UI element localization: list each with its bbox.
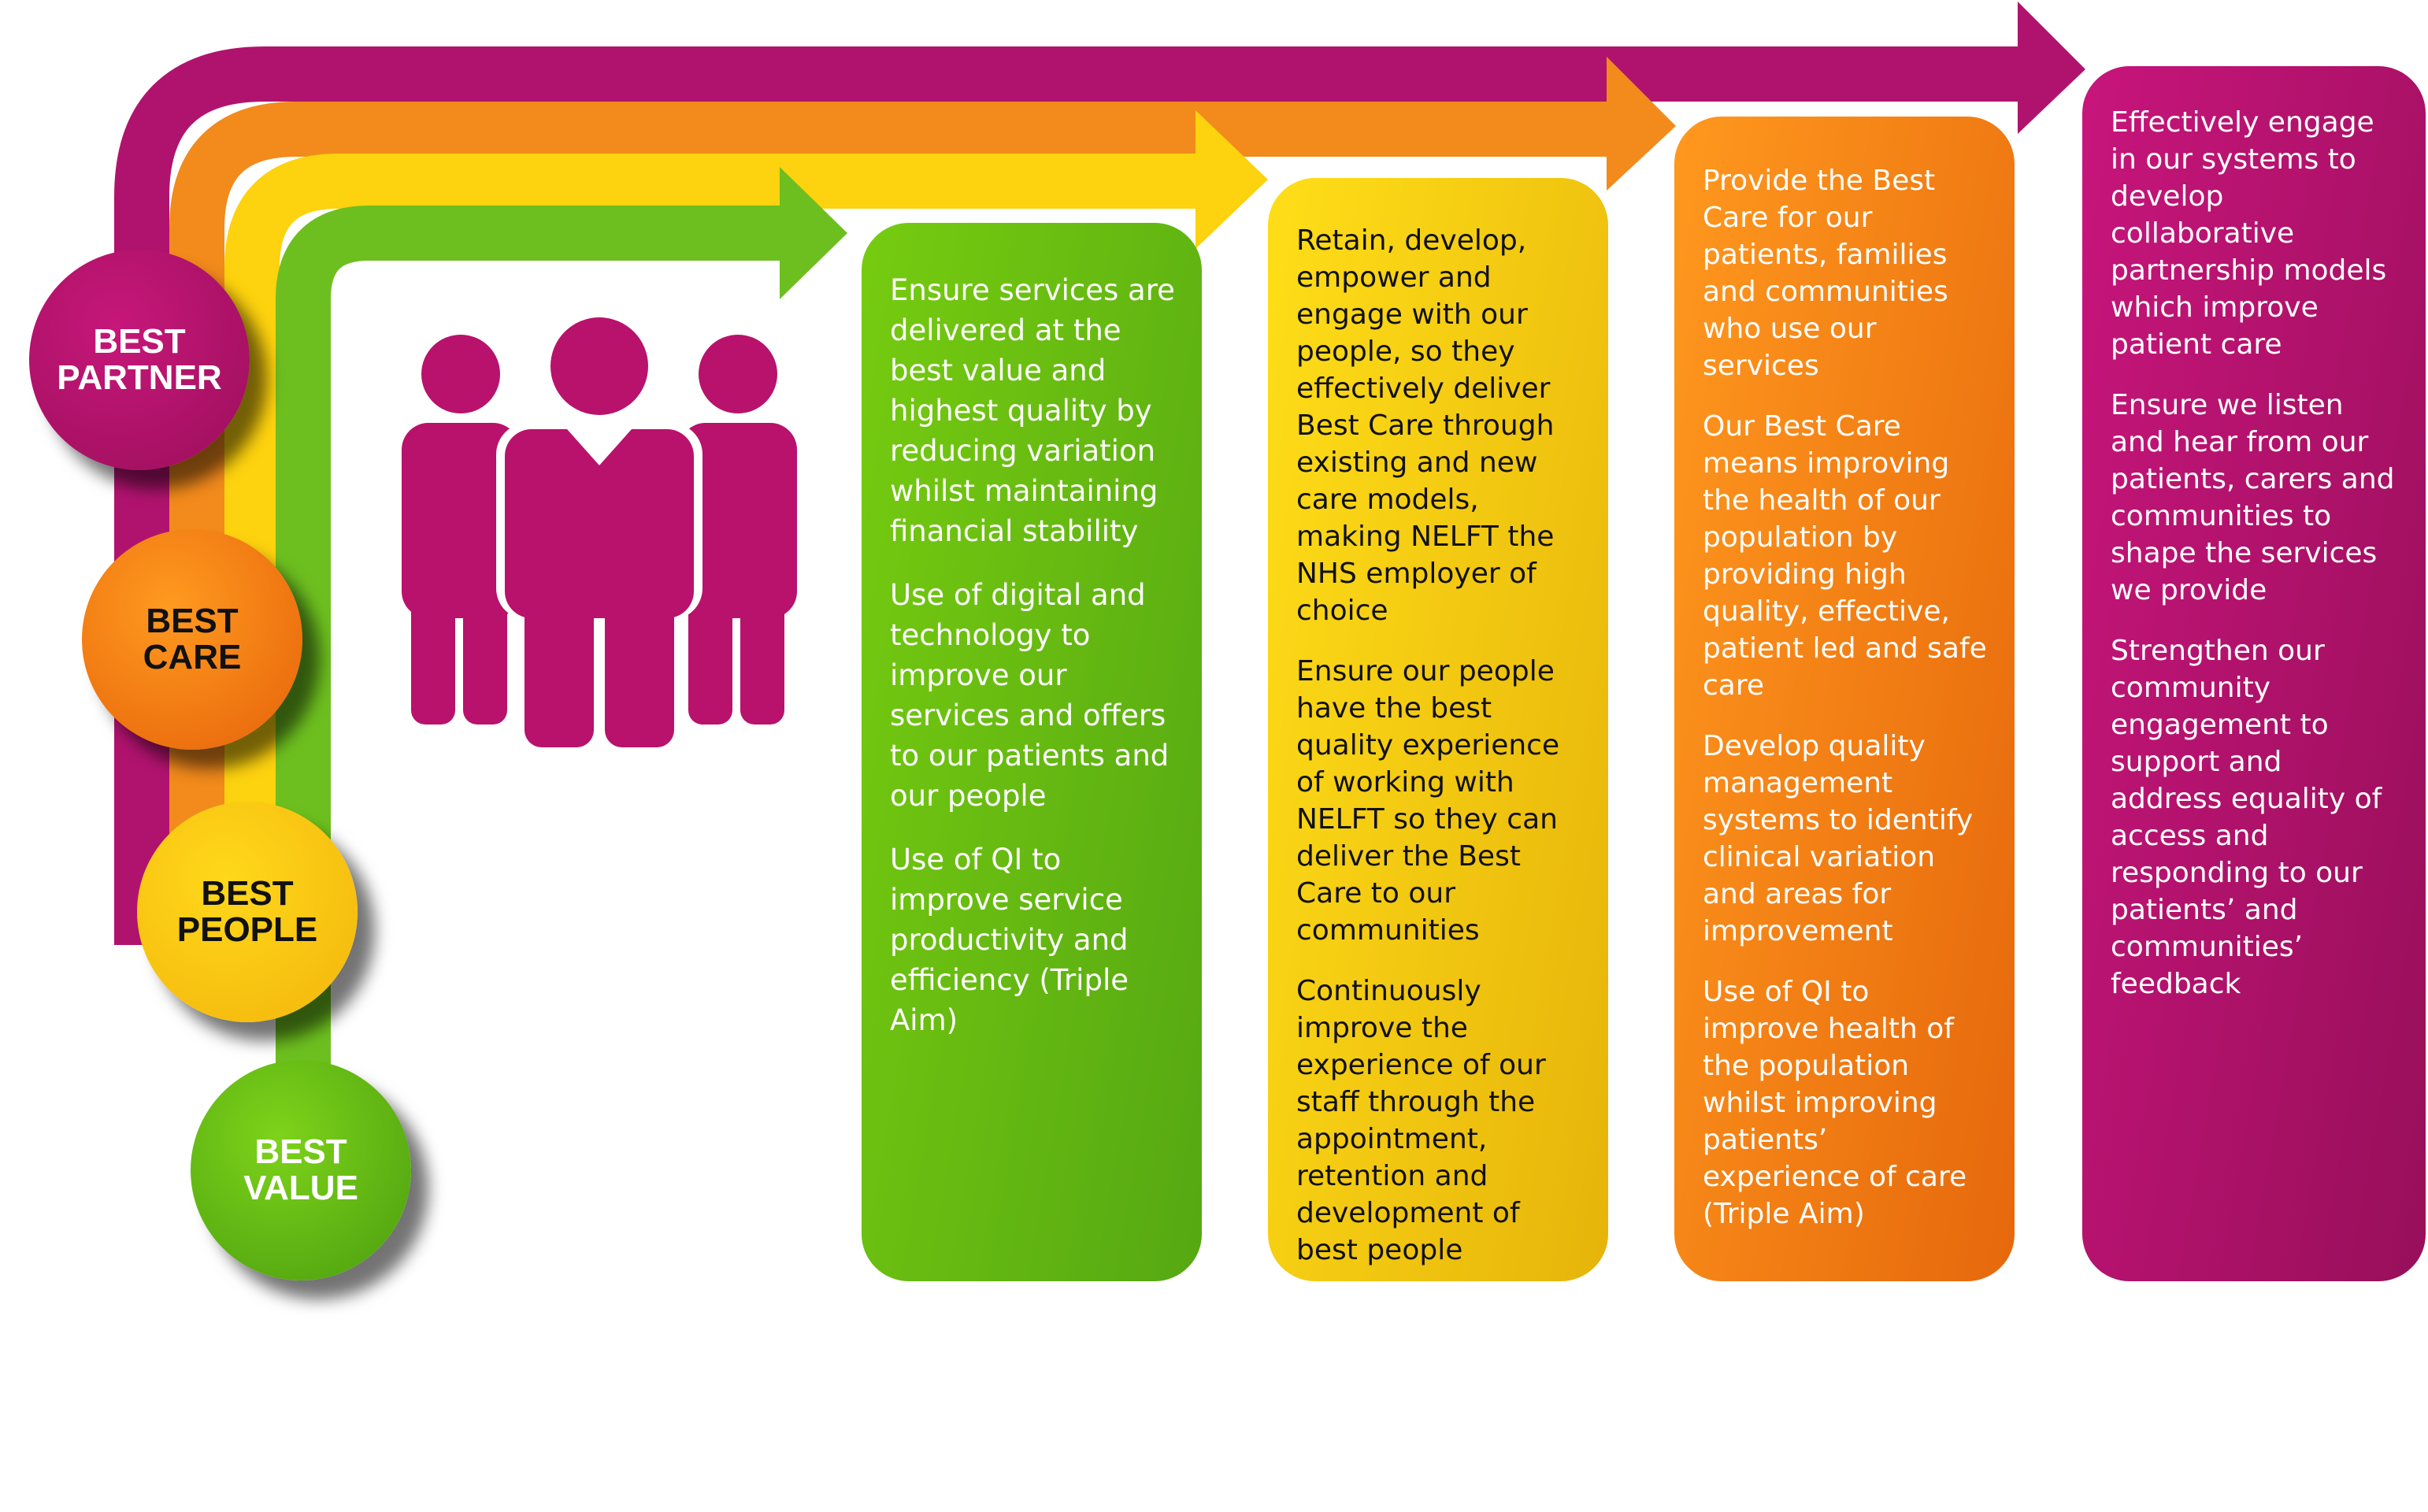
best-partner-line2: PARTNER	[57, 358, 222, 397]
care-point-2: Our Best Care means improving the health…	[1703, 410, 1987, 702]
best-care-panel: Provide the Best Care for our patients, …	[1674, 117, 2015, 1281]
best-partner-panel: Effectively engage in our systems to dev…	[2082, 66, 2426, 1281]
best-partner-line1: BEST	[93, 322, 186, 361]
best-care-circle: BEST CARE	[82, 529, 302, 750]
best-people-line2: PEOPLE	[176, 910, 318, 949]
care-arrow-path	[169, 102, 1622, 945]
value-point-2: Use of digital and technology to improve…	[890, 578, 1170, 813]
care-point-3: Develop quality management systems to id…	[1703, 730, 1974, 947]
partner-point-3: Strengthen our community engagement to s…	[2111, 635, 2382, 1000]
value-arrow-head	[780, 167, 847, 299]
best-partner-circle: BEST PARTNER	[29, 250, 250, 470]
best-value-line1: BEST	[254, 1132, 347, 1171]
people-point-1: Retain, develop, empower and engage with…	[1296, 224, 1555, 627]
best-value-panel: Ensure services are delivered at the bes…	[862, 223, 1202, 1281]
value-point-1: Ensure services are delivered at the bes…	[890, 273, 1175, 548]
best-care-line2: CARE	[143, 638, 242, 676]
value-arrow-path	[276, 206, 791, 1087]
value-point-3: Use of QI to improve service productivit…	[890, 843, 1129, 1037]
care-arrow-head	[1607, 57, 1676, 191]
best-value-circle: BEST VALUE	[191, 1060, 411, 1280]
best-people-circle: BEST PEOPLE	[137, 802, 358, 1022]
best-people-panel: Retain, develop, empower and engage with…	[1268, 178, 1608, 1281]
care-point-4: Use of QI to improve health of the popul…	[1703, 976, 1967, 1230]
best-value-line2: VALUE	[243, 1169, 358, 1207]
people-point-2: Ensure our people have the best quality …	[1296, 655, 1560, 947]
best-people-line1: BEST	[201, 874, 294, 913]
care-point-1: Provide the Best Care for our patients, …	[1703, 165, 1948, 382]
partner-point-2: Ensure we listen and hear from our patie…	[2111, 389, 2395, 606]
partner-arrow-path	[114, 46, 2036, 945]
people-arrow-path	[224, 154, 1213, 945]
partner-point-1: Effectively engage in our systems to dev…	[2111, 106, 2387, 361]
people-point-3: Continuously improve the experience of o…	[1296, 975, 1546, 1266]
people-arrow-head	[1195, 110, 1268, 249]
people-group-icon	[402, 311, 797, 752]
best-care-line1: BEST	[146, 602, 239, 640]
partner-arrow-head	[2018, 2, 2085, 134]
